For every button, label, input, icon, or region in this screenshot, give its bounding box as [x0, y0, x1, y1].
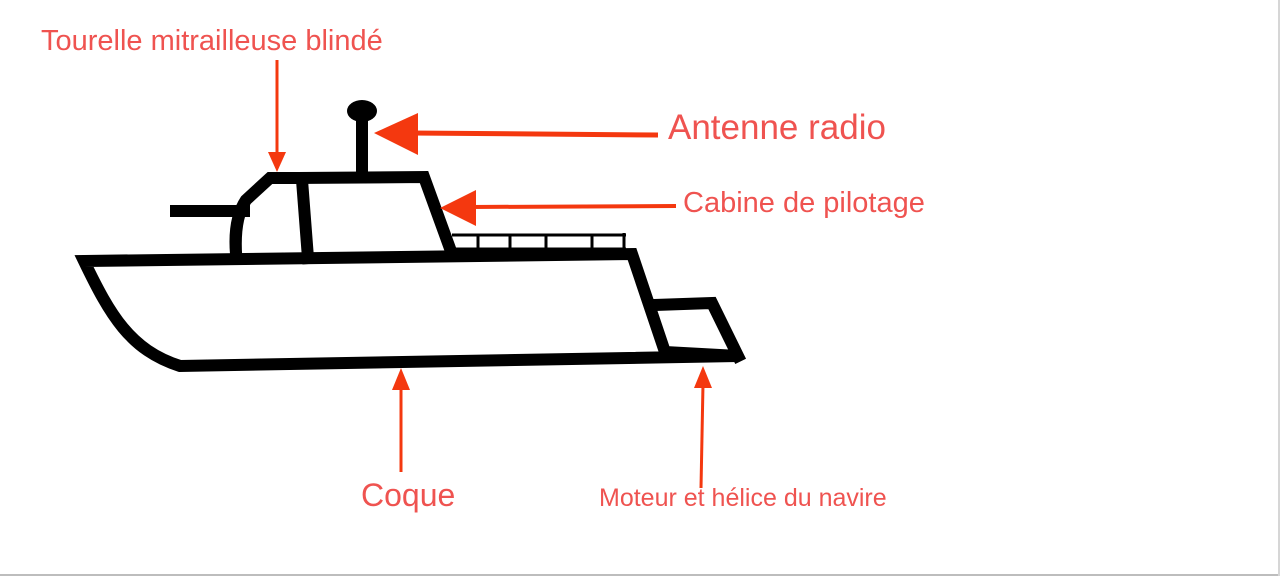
label-cabin: Cabine de pilotage — [683, 187, 925, 219]
engine-block — [647, 296, 747, 365]
boat-drawing — [74, 116, 747, 373]
antenna-arrow — [374, 113, 418, 155]
label-hull: Coque — [361, 477, 456, 513]
deck-railing — [452, 233, 626, 251]
label-engine: Moteur et hélice du navire — [599, 484, 887, 512]
page-bottom-border — [0, 574, 1280, 576]
cabin-divider — [295, 173, 315, 265]
annotation-arrows — [268, 60, 712, 489]
label-antenna: Antenne radio — [668, 108, 886, 147]
cabin-outline — [291, 170, 460, 262]
label-turret: Tourelle mitrailleuse blindé — [41, 25, 383, 57]
page-right-border — [1278, 0, 1280, 576]
hull-outline — [74, 247, 739, 373]
turret-arrow — [268, 152, 286, 172]
engine-arrow — [694, 366, 712, 388]
antenna-tip — [347, 100, 377, 122]
cabin-arrow — [440, 190, 476, 226]
hull-arrow — [392, 368, 410, 390]
